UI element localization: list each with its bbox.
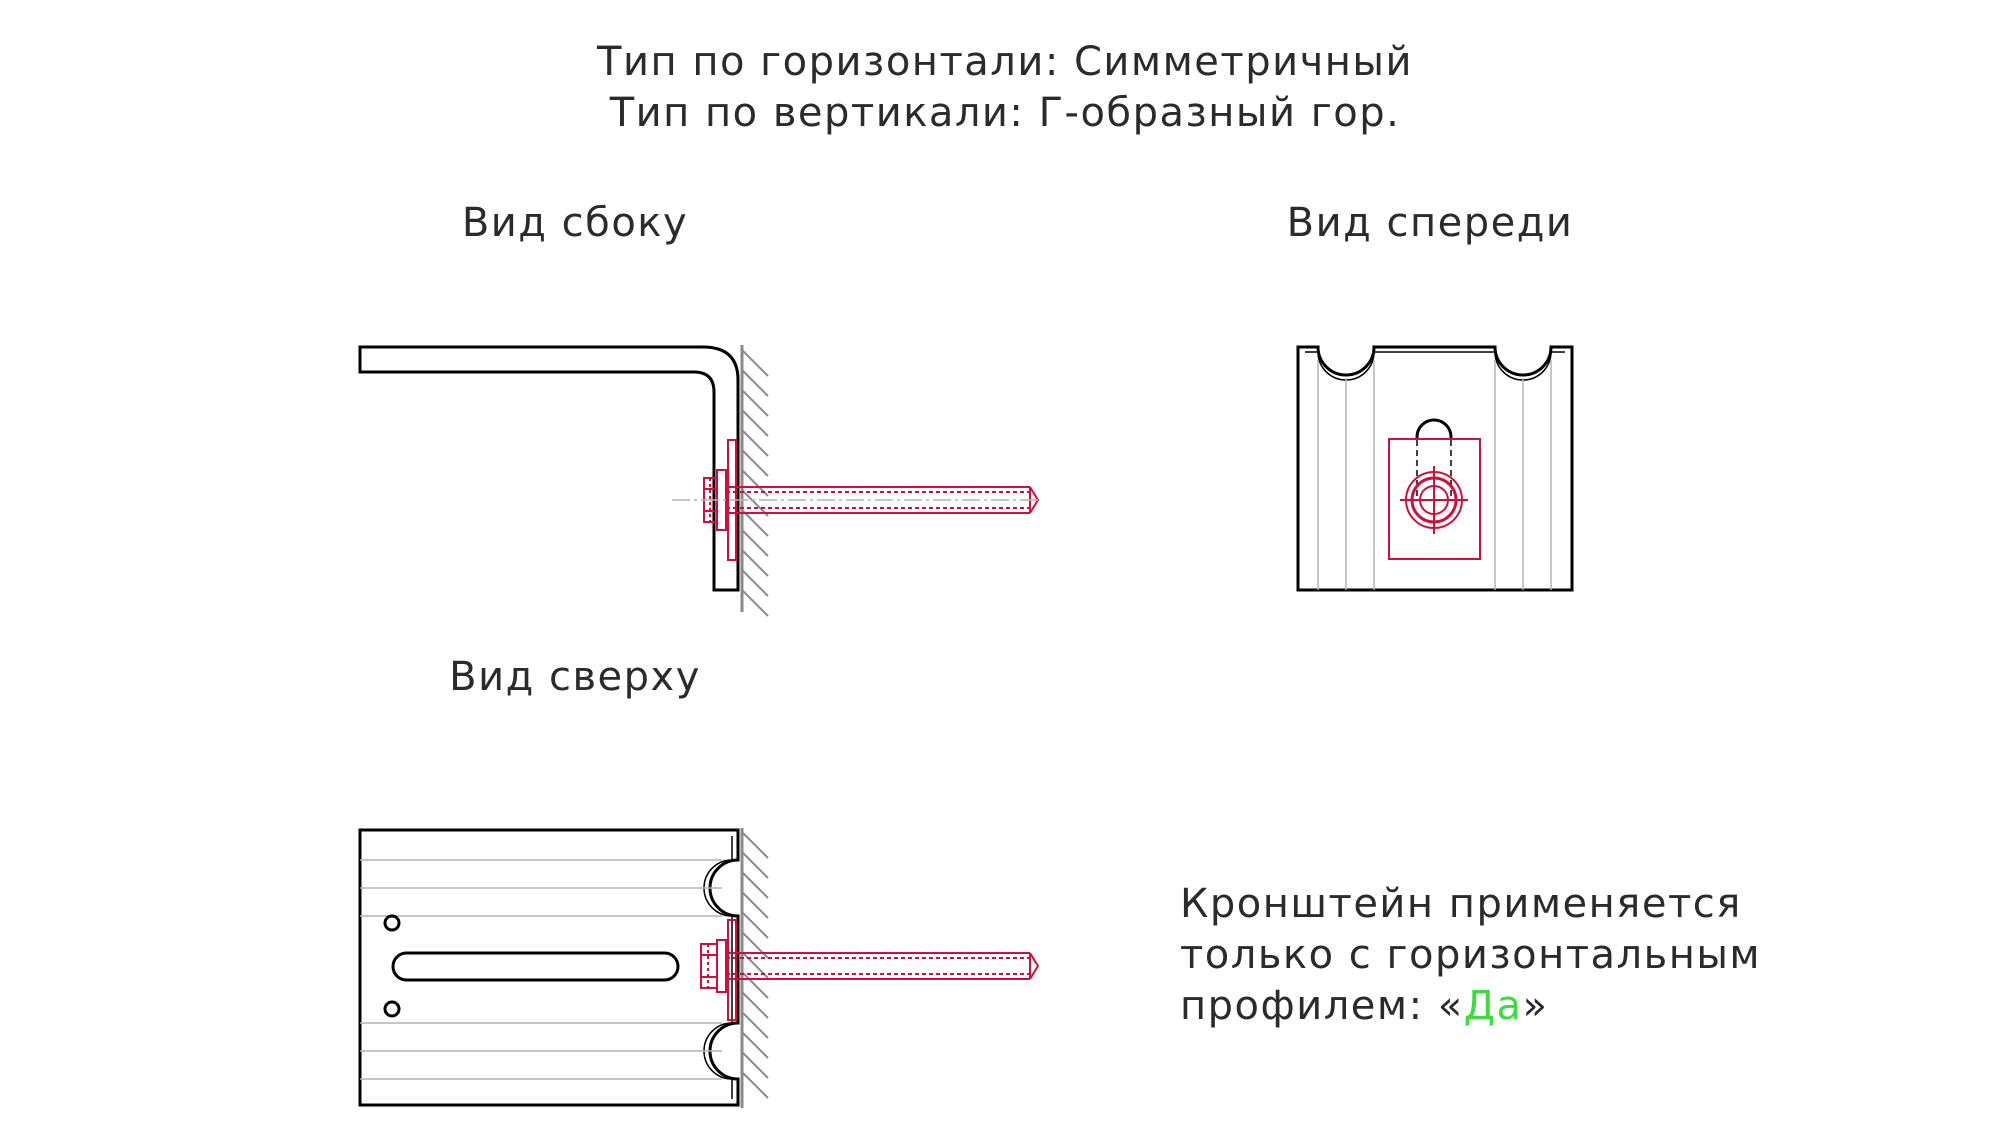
horizontal-type-text: Тип по горизонтали: Симметричный	[596, 39, 1413, 85]
note-line-2: только с горизонтальным	[1180, 932, 1761, 978]
wall-hatch-line	[741, 429, 769, 457]
wall-hatch-line	[741, 549, 769, 577]
wall-hatch-line	[741, 569, 769, 597]
wall-hatch-line	[741, 911, 769, 939]
hole-top-lower	[383, 1000, 401, 1018]
side-view	[358, 345, 1042, 617]
wall-hatch-line	[741, 1051, 769, 1079]
profile-ridges-top	[360, 859, 722, 1080]
wall-hatch-line	[741, 589, 769, 617]
wall-hatch-line	[741, 851, 769, 879]
wall-hatch-line	[741, 409, 769, 437]
thermal-pad-top	[727, 919, 737, 1021]
wall-hatch-line	[741, 891, 769, 919]
wall-hatch-line	[741, 449, 769, 477]
note-suffix: »	[1523, 983, 1549, 1029]
wall-top	[740, 828, 769, 1108]
wall-hatch-line	[741, 1031, 769, 1059]
slot-top	[391, 951, 680, 982]
front-view-label: Вид спереди	[1287, 200, 1574, 246]
bolt-front	[1400, 466, 1468, 534]
compatibility-value: Да	[1464, 983, 1523, 1029]
top-view-label: Вид сверху	[449, 654, 701, 700]
side-view-label: Вид сбоку	[462, 200, 688, 246]
wall-hatch-line	[741, 389, 769, 417]
note-prefix: профилем: «	[1180, 983, 1464, 1029]
wall-hatch-line	[741, 831, 769, 859]
wall-hatch-line	[741, 991, 769, 1019]
hole-top-upper	[383, 914, 401, 932]
wall-hatch-line	[741, 871, 769, 899]
slot-front	[1415, 418, 1453, 440]
note-line-3: профилем: «Да»	[1180, 983, 1548, 1029]
washer-front	[1388, 438, 1481, 560]
wall-hatch-line	[741, 1011, 769, 1039]
wall-hatch-line	[741, 931, 769, 959]
bolt-head-top	[700, 943, 718, 989]
wall-hatch-line	[741, 1071, 769, 1099]
note-line-1: Кронштейн применяется	[1180, 881, 1742, 927]
bracket-side-outline	[358, 345, 740, 592]
wall-hatch-line	[741, 349, 769, 377]
top-view	[358, 828, 1040, 1108]
wall-hatch-line	[741, 509, 769, 537]
wall-hatch-line	[741, 369, 769, 397]
wall-hatch-line	[741, 529, 769, 557]
wall-hatch-line	[741, 489, 769, 517]
wall-hatch-line	[741, 971, 769, 999]
profile-ridges-front	[1317, 360, 1552, 590]
anchor-rod-top	[726, 952, 1040, 980]
wall-side	[740, 345, 769, 617]
anchor-rod-side	[726, 486, 1040, 514]
vertical-type-text: Тип по вертикали: Г-образный гор.	[609, 90, 1401, 136]
front-view	[1296, 345, 1574, 592]
